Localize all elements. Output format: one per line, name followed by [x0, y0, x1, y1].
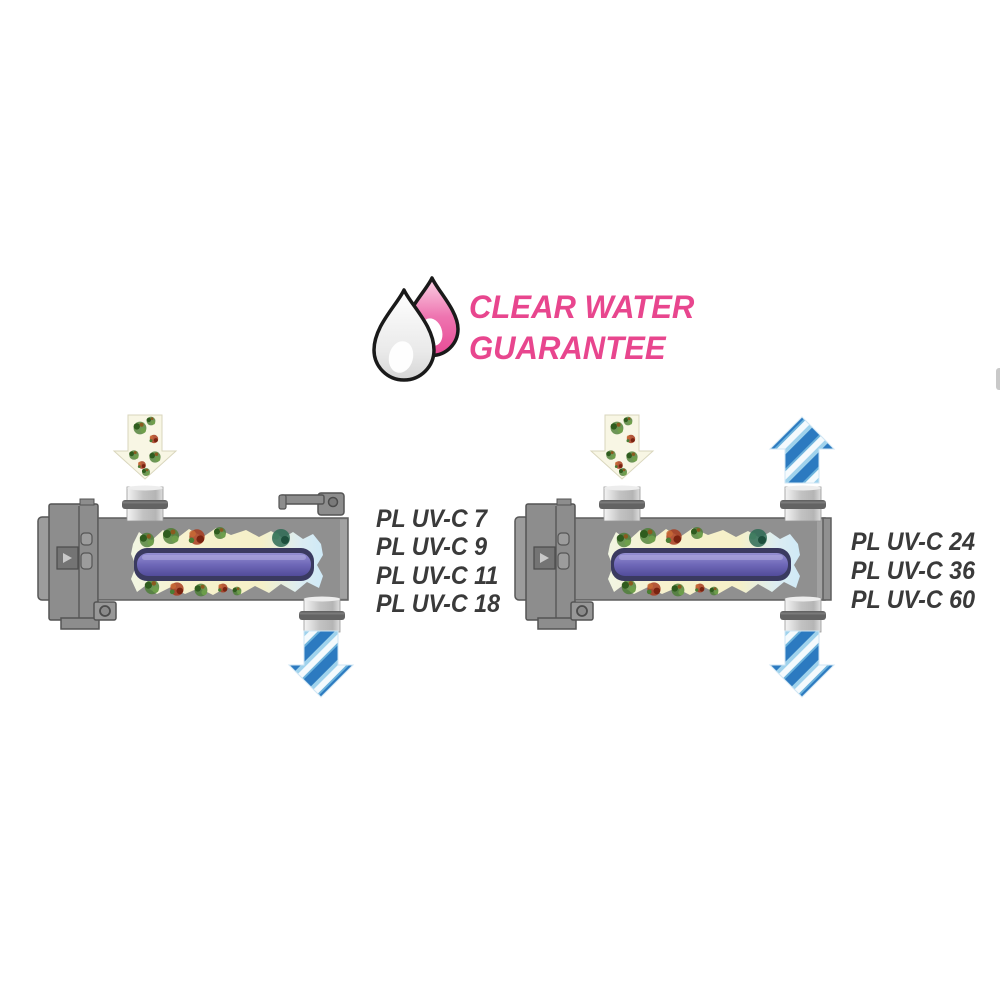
model-label: PL UV-C 36 [851, 557, 976, 585]
model-list-left: PL UV-C 7 PL UV-C 9 PL UV-C 11 PL UV-C 1… [376, 505, 500, 619]
logo-text: CLEAR WATER GUARANTEE [469, 291, 694, 364]
clean-water-down-arrow-icon [769, 630, 835, 698]
clean-water-up-arrow-icon [769, 416, 835, 484]
outlet-port [298, 596, 346, 633]
model-label: PL UV-C 18 [376, 590, 501, 619]
water-droplets-icon [372, 276, 460, 382]
outlet-port-top [779, 485, 827, 522]
logo-line2: GUARANTEE [469, 330, 666, 366]
model-label: PL UV-C 24 [851, 528, 976, 556]
white-droplet-highlight [388, 341, 414, 373]
model-label: PL UV-C 60 [851, 586, 976, 614]
model-list-right: PL UV-C 24 PL UV-C 36 PL UV-C 60 [851, 528, 975, 615]
cropped-edge-fragment [996, 368, 1000, 390]
model-label: PL UV-C 9 [376, 533, 488, 562]
logo-line1: CLEAR WATER [469, 289, 695, 325]
clamp-bracket [278, 492, 345, 516]
chamber-extension [822, 517, 832, 601]
left-uvc-unit-diagram [30, 403, 354, 698]
uvc-unit-body [38, 415, 348, 629]
outlet-port-bottom [779, 596, 827, 633]
right-uvc-unit-diagram [507, 403, 835, 698]
clean-water-outlet-arrow-icon [288, 630, 354, 698]
model-label: PL UV-C 11 [376, 561, 499, 590]
model-label: PL UV-C 7 [376, 505, 488, 533]
